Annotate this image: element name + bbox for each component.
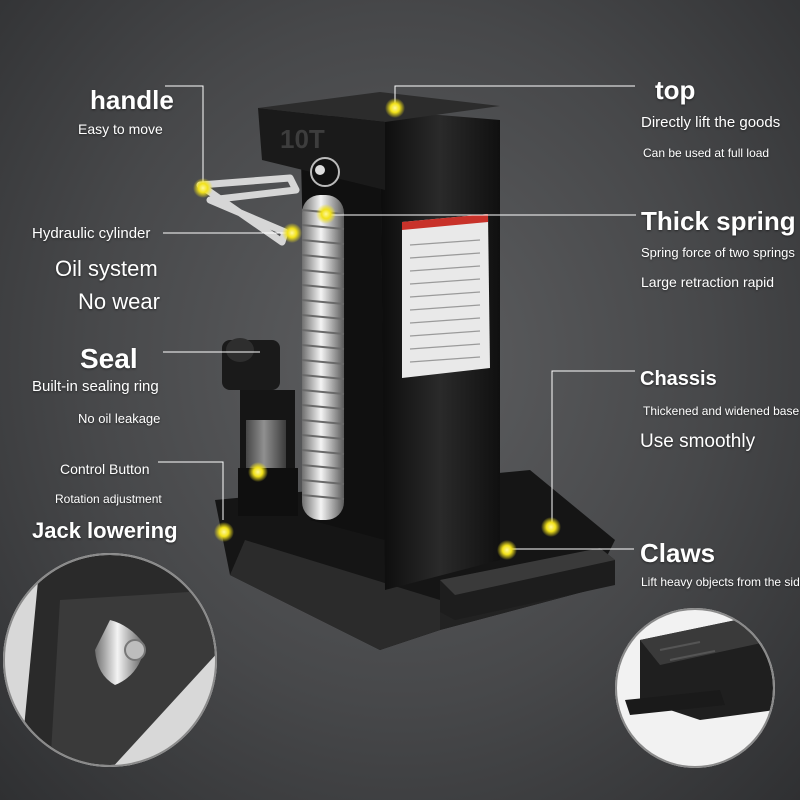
callout-top-line2: Can be used at full load [643,146,770,160]
marker-top [385,98,405,118]
callout-seal-line2: No oil leakage [78,411,161,426]
marker-handle [193,178,213,198]
callout-claws-title: Claws [640,538,716,568]
callout-top-title: top [655,75,696,105]
thick-spring [301,157,345,520]
hydraulic-pump [222,338,298,516]
callout-hydraulic-line2: No wear [78,289,160,314]
marker-spring [316,204,336,224]
marker-jack-lowering [214,522,234,542]
callout-handle-title: handle [90,85,174,115]
callout-handle-subtitle: Easy to move [78,121,163,137]
callout-control-line1: Rotation adjustment [55,492,162,506]
marker-control [248,462,268,482]
warning-label [402,214,490,378]
callout-spring-title: Thick spring [641,206,796,236]
callout-seal-line1: Built-in sealing ring [32,378,159,395]
marker-hydraulic [282,223,302,243]
claw-foot [440,548,615,620]
callout-top-line1: Directly lift the goods [641,114,781,131]
callout-spring-line1: Spring force of two springs [641,245,795,260]
model-marking: 10T [280,124,325,154]
marker-dots [193,98,561,560]
callout-spring-line2: Large retraction rapid [641,274,775,290]
callout-control-line2: Jack lowering [32,518,178,543]
marker-chassis [541,517,561,537]
detail-circle-valve [3,553,217,767]
callout-chassis-title: Chassis [640,368,717,390]
callout-chassis-line1: Thickened and widened base [643,404,800,418]
callout-hydraulic-line1: Oil system [55,256,158,281]
detail-circle-claw [615,608,775,768]
callout-seal-title: Seal [80,343,138,374]
callout-hydraulic-title: Hydraulic cylinder [32,225,151,242]
callout-claws-line1: Lift heavy objects from the side [641,575,800,589]
callout-chassis-line2: Use smoothly [640,431,756,452]
marker-claws [497,540,517,560]
handle-bar [196,174,300,246]
callout-control-title: Control Button [60,461,150,477]
